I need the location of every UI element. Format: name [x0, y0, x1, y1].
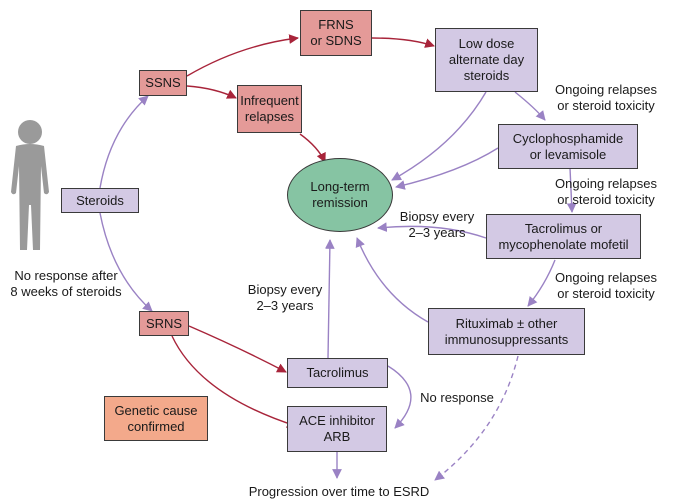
no-response-steroids-label: No response after 8 weeks of steroids	[10, 268, 122, 299]
arrow-srns-to-tacrolimus	[188, 325, 287, 373]
arrow-tacrolimus-to-ace	[387, 365, 412, 429]
biopsy-label-left: Biopsy every 2–3 years	[247, 282, 323, 313]
arrow-srns-to-ace	[171, 335, 297, 428]
srns-box: SRNS	[139, 311, 189, 336]
ssns-box: SSNS	[139, 70, 187, 96]
arrow-ritux-to-remission	[355, 237, 429, 323]
infrequent-relapses-box: Infrequent relapses	[237, 85, 302, 133]
esrd-label: Progression over time to ESRD	[248, 484, 430, 499]
arrow-steroids-to-ssns	[99, 95, 149, 189]
ongoing-relapses-label-3: Ongoing relapses or steroid toxicity	[555, 270, 657, 301]
cyclophosphamide-box: Cyclophosphamide or levamisole	[498, 124, 638, 169]
arrow-cyclo-to-remission	[395, 147, 499, 190]
arrow-frns-to-lowdose	[371, 37, 435, 48]
ongoing-relapses-label-1: Ongoing relapses or steroid toxicity	[555, 82, 657, 113]
frns-box: FRNS or SDNS	[300, 10, 372, 56]
biopsy-label-right: Biopsy every 2–3 years	[399, 209, 475, 240]
arrow-cyclo-to-tacmmf	[566, 167, 577, 213]
arrow-ssns-to-infrequent	[186, 85, 237, 99]
tacrolimus-box: Tacrolimus	[287, 358, 388, 388]
arrow-lowdose-to-remission	[391, 91, 487, 181]
arrow-infrequent-to-remission	[299, 133, 326, 163]
arrow-ritux-to-esrd	[434, 355, 519, 481]
child-figure-icon	[11, 120, 49, 250]
no-response-label: No response	[420, 390, 494, 405]
arrow-tacrolimus-to-remission	[324, 239, 335, 359]
arrow-ssns-to-frns	[186, 34, 299, 77]
arrow-steroids-to-srns	[99, 212, 153, 312]
low-dose-steroids-box: Low dose alternate day steroids	[435, 28, 538, 92]
arrow-tacmmf-to-ritux	[527, 259, 556, 307]
long-term-remission-node: Long-term remission	[287, 158, 393, 232]
tacrolimus-mmf-box: Tacrolimus or mycophenolate mofetil	[486, 214, 641, 259]
ace-inhibitor-box: ACE inhibitor ARB	[287, 406, 387, 452]
arrow-lowdose-to-cyclo	[514, 91, 546, 121]
rituximab-box: Rituximab ± other immunosuppressants	[428, 308, 585, 355]
ongoing-relapses-label-2: Ongoing relapses or steroid toxicity	[555, 176, 657, 207]
steroids-box: Steroids	[61, 188, 139, 213]
arrow-tacmmf-to-remission	[377, 222, 487, 239]
genetic-cause-box: Genetic cause confirmed	[104, 396, 208, 441]
